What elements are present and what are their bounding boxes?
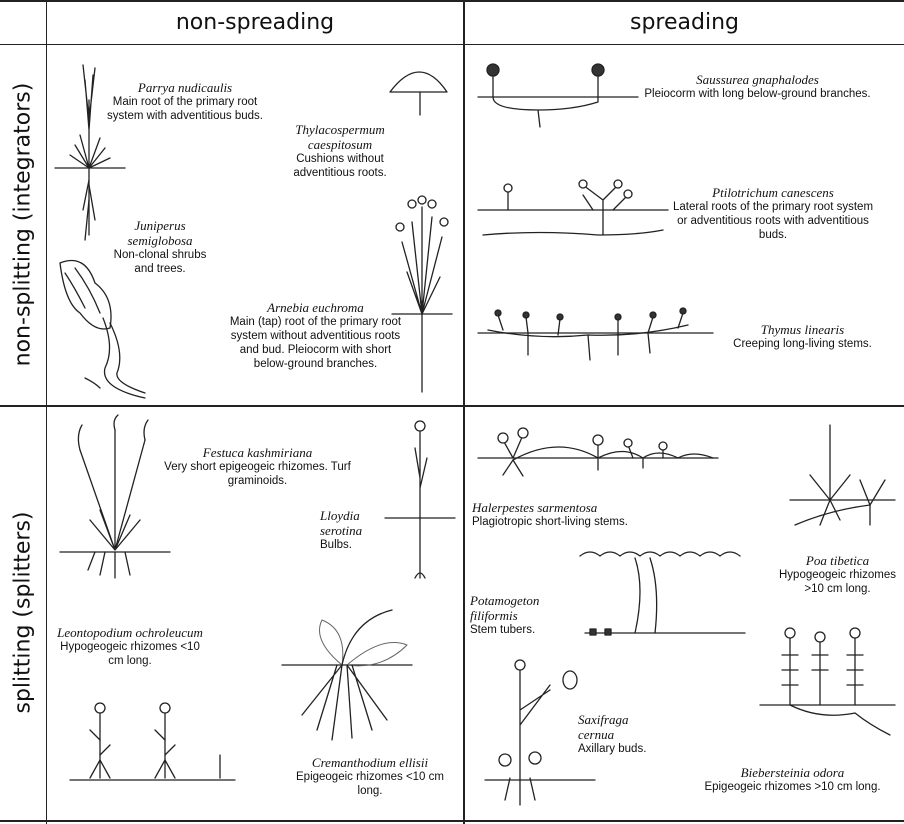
leontopodium-label: Leontopodium ochroleucum Hypogeogeic rhi… — [55, 625, 205, 668]
ptilotrichum-desc: Lateral roots of the primary root system… — [668, 200, 878, 242]
arnebia-name: Arnebia euchroma — [228, 300, 403, 315]
potamogeton-drawing — [575, 548, 755, 638]
lloydia-label: Lloydia serotina Bulbs. — [320, 508, 380, 552]
ptilotrichum-drawing — [478, 180, 668, 240]
biebersteinia-drawing — [760, 625, 895, 750]
lloydia-desc: Bulbs. — [320, 538, 380, 552]
poa-name: Poa tibetica — [775, 553, 900, 568]
juniperus-desc: Non-clonal shrubs and trees. — [105, 248, 215, 276]
poa-desc: Hypogeogeic rhizomes >10 cm long. — [775, 568, 900, 596]
juniperus-drawing — [55, 258, 155, 403]
grid-top-border — [0, 0, 904, 2]
thymus-name: Thymus linearis — [715, 322, 890, 337]
grid-column-divider — [463, 0, 465, 824]
arnebia-desc: Main (tap) root of the primary root syst… — [228, 315, 403, 371]
biebersteinia-label: Biebersteinia odora Epigeogeic rhizomes … — [685, 765, 900, 794]
thylacospermum-label: Thylacospermum caespitosum Cushions with… — [275, 122, 405, 180]
saussurea-desc: Pleiocorm with long below-ground branche… — [620, 87, 895, 101]
halerpestes-name: Halerpestes sarmentosa — [472, 500, 672, 515]
saxifraga-name: Saxifraga cernua — [578, 712, 663, 742]
juniperus-name: Juniperus semiglobosa — [105, 218, 215, 248]
leontopodium-name: Leontopodium ochroleucum — [55, 625, 205, 640]
festuca-desc: Very short epigeogeic rhizomes. Turf gra… — [140, 460, 375, 488]
ptilotrichum-label: Ptilotrichum canescens Lateral roots of … — [668, 185, 878, 242]
saussurea-label: Saussurea gnaphalodes Pleiocorm with lon… — [620, 72, 895, 101]
cremanthodium-name: Cremanthodium ellisii — [290, 755, 450, 770]
festuca-drawing — [60, 420, 170, 580]
leontopodium-desc: Hypogeogeic rhizomes <10 cm long. — [55, 640, 205, 668]
cremanthodium-drawing — [282, 610, 412, 745]
thylacospermum-desc: Cushions without adventitious roots. — [275, 152, 405, 180]
festuca-label: Festuca kashmiriana Very short epigeogei… — [140, 445, 375, 488]
biebersteinia-name: Biebersteinia odora — [685, 765, 900, 780]
thymus-drawing — [478, 305, 713, 365]
row-header-non-splitting: non-splitting (integrators) — [11, 45, 36, 405]
grid-rowheader-divider — [46, 0, 47, 824]
lloydia-drawing — [385, 418, 455, 583]
biebersteinia-desc: Epigeogeic rhizomes >10 cm long. — [685, 780, 900, 794]
cremanthodium-desc: Epigeogeic rhizomes <10 cm long. — [290, 770, 450, 798]
parrya-name: Parrya nudicaulis — [100, 80, 270, 95]
halerpestes-desc: Plagiotropic short-living stems. — [472, 515, 672, 529]
saussurea-name: Saussurea gnaphalodes — [620, 72, 895, 87]
thylacospermum-name: Thylacospermum caespitosum — [275, 122, 405, 152]
poa-label: Poa tibetica Hypogeogeic rhizomes >10 cm… — [775, 553, 900, 596]
halerpestes-drawing — [478, 420, 718, 480]
arnebia-label: Arnebia euchroma Main (tap) root of the … — [228, 300, 403, 371]
saxifraga-label: Saxifraga cernua Axillary buds. — [578, 712, 663, 756]
column-header-spreading: spreading — [465, 10, 904, 35]
festuca-name: Festuca kashmiriana — [140, 445, 375, 460]
potamogeton-name: Potamogeton filiformis — [470, 593, 580, 623]
potamogeton-label: Potamogeton filiformis Stem tubers. — [470, 593, 580, 637]
lloydia-name: Lloydia serotina — [320, 508, 380, 538]
grid-bottom-border — [0, 820, 904, 822]
thylacospermum-drawing — [385, 60, 455, 120]
ptilotrichum-name: Ptilotrichum canescens — [668, 185, 878, 200]
thymus-label: Thymus linearis Creeping long-living ste… — [715, 322, 890, 351]
grid-row-divider — [0, 405, 904, 407]
parrya-label: Parrya nudicaulis Main root of the prima… — [100, 80, 270, 123]
column-header-non-spreading: non-spreading — [47, 10, 463, 35]
saxifraga-desc: Axillary buds. — [578, 742, 663, 756]
potamogeton-desc: Stem tubers. — [470, 623, 580, 637]
leontopodium-drawing — [70, 700, 235, 805]
poa-drawing — [790, 420, 895, 540]
saussurea-drawing — [478, 62, 638, 132]
halerpestes-label: Halerpestes sarmentosa Plagiotropic shor… — [472, 500, 672, 529]
cremanthodium-label: Cremanthodium ellisii Epigeogeic rhizome… — [290, 755, 450, 798]
parrya-desc: Main root of the primary root system wit… — [100, 95, 270, 123]
row-header-splitting: splitting (splitters) — [11, 433, 36, 793]
thymus-desc: Creeping long-living stems. — [715, 337, 890, 351]
grid-header-divider — [0, 44, 904, 45]
juniperus-label: Juniperus semiglobosa Non-clonal shrubs … — [105, 218, 215, 276]
